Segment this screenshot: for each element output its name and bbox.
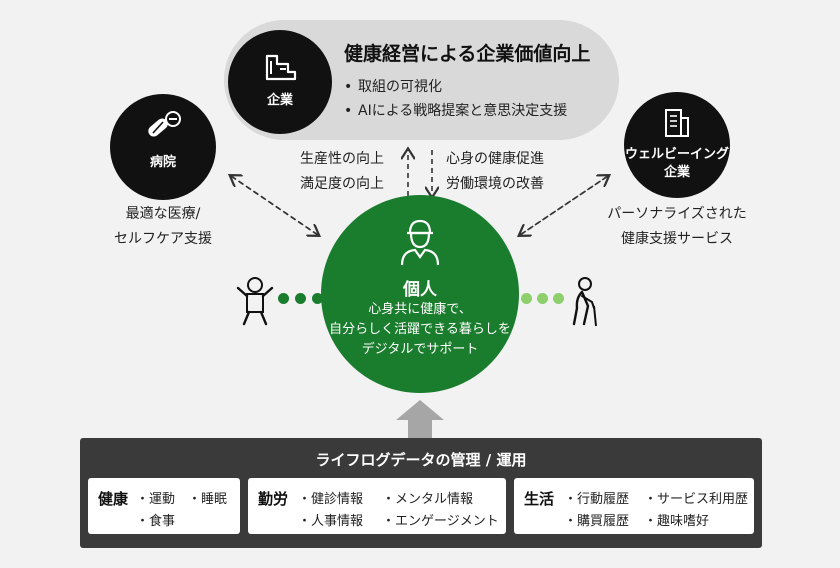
baby-icon (236, 277, 274, 326)
wellbeing-label: ウェルビーイング (624, 147, 729, 162)
arrow-to-hospital (231, 176, 319, 236)
wellbeing-label: 企業 (663, 165, 690, 180)
connector-dot (295, 293, 306, 304)
category-item: ・サービス利用歴 (644, 492, 749, 507)
enterprise-node: 企業 (228, 30, 332, 134)
pills-icon (148, 111, 181, 137)
wellbeing-enterprise-node: ウェルビーイング 企業 (624, 92, 730, 198)
arrow-from-wellbeing (520, 175, 609, 235)
enterprise-label: 企業 (266, 93, 293, 108)
enterprise-title: 健康経営による企業価値向上 (344, 43, 591, 65)
individual-line: デジタルでサポート (361, 342, 479, 357)
category-health: 健康 ・運動 ・睡眠 ・食事 (88, 478, 240, 534)
category-name: 生活 (524, 490, 555, 508)
connector-dot (537, 293, 548, 304)
hospital-label: 病院 (149, 155, 176, 170)
person-icon (400, 219, 440, 266)
elderly-icon (572, 277, 597, 327)
category-item: ・人事情報 (298, 514, 364, 529)
connector-dot (312, 293, 323, 304)
enterprise-bullet: •AIによる戦略提案と意思決定支援 (344, 103, 568, 119)
category-item: ・睡眠 (188, 492, 228, 507)
category-name: 健康 (98, 490, 129, 508)
connector-dot (521, 293, 532, 304)
category-life: 生活 ・行動履歴 ・サービス利用歴 ・購買履歴 ・趣味嗜好 (514, 478, 754, 534)
category-item: ・行動履歴 (564, 492, 630, 507)
individual-line: 心身共に健康で、 (368, 302, 472, 317)
upward-flow-text: 生産性の向上 満足度の向上 (300, 151, 384, 192)
category-item: ・趣味嗜好 (644, 514, 710, 529)
category-work: 勤労 ・健診情報 ・メンタル情報 ・人事情報 ・エンゲージメント (248, 478, 506, 534)
big-up-arrow (396, 400, 444, 438)
individual-title: 個人 (403, 280, 437, 300)
lifelog-panel: ライフログデータの管理 / 運用 健康 ・運動 ・睡眠 ・食事 勤労 ・健診情報… (80, 438, 762, 548)
category-item: ・食事 (136, 514, 176, 529)
lifelog-title: ライフログデータの管理 / 運用 (315, 451, 527, 469)
downward-flow-text: 心身の健康促進 労働環境の改善 (446, 151, 544, 192)
individual-line: 自分らしく活躍できる暮らしを (329, 322, 511, 337)
hospital-description: 最適な医療/ セルフケア支援 (114, 206, 212, 247)
individual-node: 個人 心身共に健康で、 自分らしく活躍できる暮らしを デジタルでサポート (321, 195, 519, 393)
building-icon (265, 54, 297, 81)
category-name: 勤労 (258, 490, 289, 508)
category-item: ・購買履歴 (564, 514, 630, 529)
arrow-from-hospital (230, 175, 318, 235)
wellbeing-description: パーソナライズされた 健康支援サービス (607, 206, 747, 247)
office-icon (665, 109, 689, 137)
category-item: ・運動 (136, 492, 176, 507)
category-item: ・エンゲージメント (382, 514, 499, 529)
hospital-node: 病院 (110, 94, 216, 200)
enterprise-bullet: •取組の可視化 (344, 79, 442, 95)
category-item: ・メンタル情報 (382, 492, 474, 507)
connector-dot (553, 293, 564, 304)
connector-dot (278, 293, 289, 304)
category-item: ・健診情報 (298, 492, 364, 507)
